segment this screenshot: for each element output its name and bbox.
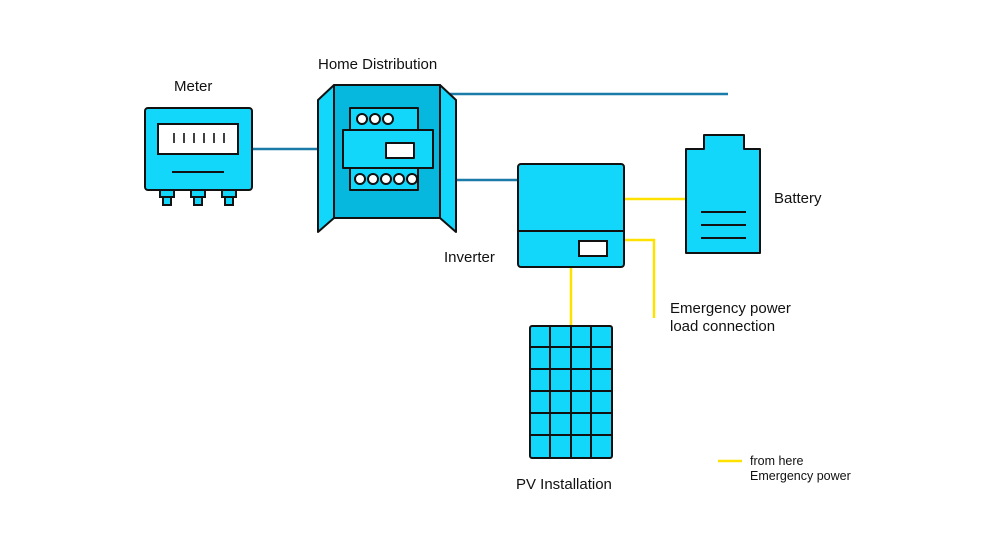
emergency-lines [569,197,686,326]
grid-lines [252,92,728,182]
inverter-to-emergency-load-line [624,238,656,318]
home-distribution-cabinet [317,84,457,233]
cabinet-right-door [439,84,457,233]
legend-text-line2: Emergency power [750,469,851,483]
meter-terminal-2 [190,189,206,198]
meter-device [144,107,253,206]
meter-terminal-3 [221,189,237,198]
cabinet-left-door [317,84,335,233]
battery-device [685,134,761,254]
label-meter: Meter [174,78,213,95]
pv-panel [529,325,613,459]
label-emergency-load-line1: Emergency power [670,300,791,317]
inverter-device [517,163,625,268]
label-emergency-load-line2: load connection [670,318,776,335]
label-home-distribution: Home Distribution [318,56,438,73]
label-battery: Battery [774,190,822,207]
meter-terminal-1 [159,189,175,198]
label-inverter: Inverter [444,249,495,266]
inverter-display [578,240,608,257]
label-pv-installation: PV Installation [516,476,612,493]
meter-display-ticks [173,133,225,143]
breaker-display [385,142,415,159]
legend-text-line1: from here [750,454,804,468]
